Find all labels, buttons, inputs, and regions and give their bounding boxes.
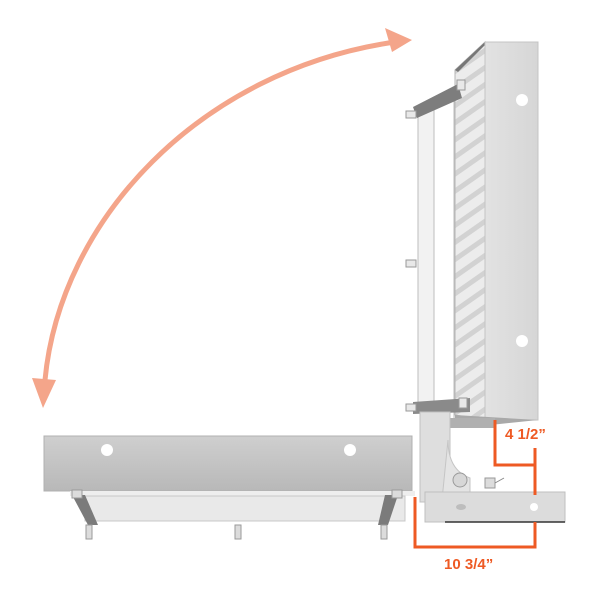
dimension-4-1-2: [493, 420, 537, 495]
mount-hole-bottom: [516, 335, 528, 347]
vertical-unit: [405, 40, 539, 428]
dimension-10-3-4: [413, 497, 537, 549]
horizontal-unit: [43, 435, 415, 540]
mount-hole-left: [101, 444, 113, 456]
mount-hole-right: [344, 444, 356, 456]
dimension-label-horizontal: 10 3/4”: [444, 556, 494, 573]
mount-hole-top: [516, 94, 528, 106]
rotation-arc-arrow: [32, 28, 412, 408]
mounting-rail: [424, 491, 566, 523]
dimension-label-vertical: 4 1/2”: [505, 426, 546, 443]
